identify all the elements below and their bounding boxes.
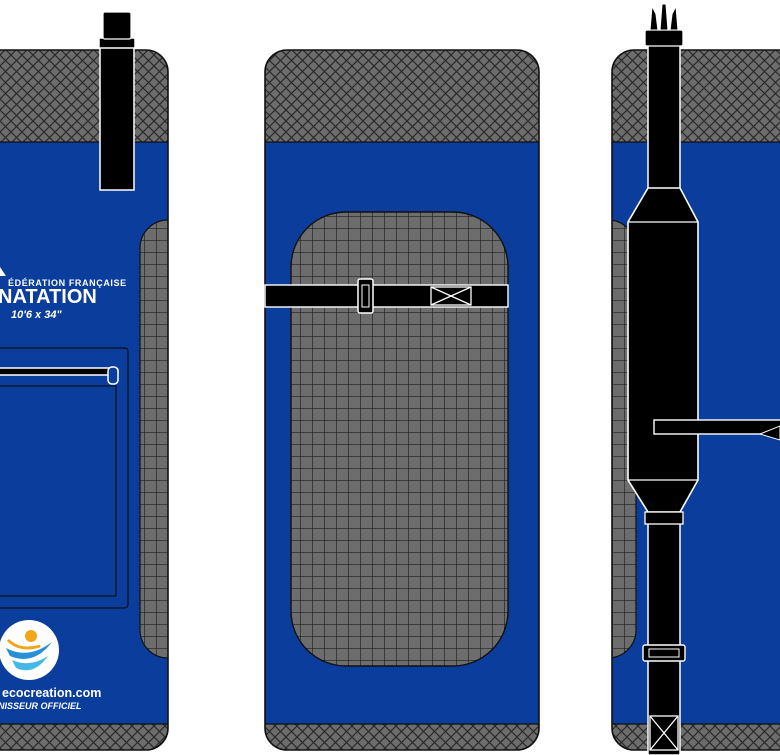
back-mesh-pocket	[290, 211, 509, 667]
front-view: ÉDÉRATION FRANÇAISE NATATION 10'6 x 34" …	[0, 11, 169, 751]
front-zip-pocket	[0, 347, 129, 609]
back-top-mesh	[265, 50, 539, 142]
zipper	[0, 367, 119, 376]
side-view	[611, 3, 780, 755]
stitch-box-icon	[430, 286, 472, 306]
strap-slider-icon	[357, 278, 374, 314]
side-buckle-icon	[644, 3, 684, 47]
website-text: ecocreation.com	[2, 686, 101, 700]
front-top-mesh	[0, 50, 168, 142]
back-view	[264, 49, 540, 751]
side-bottom-mesh	[612, 724, 780, 750]
stitch-box-icon	[649, 715, 679, 751]
zipper-pull-icon	[107, 366, 119, 385]
back-bottom-mesh	[265, 724, 539, 750]
board-size: 10'6 x 34"	[11, 309, 62, 321]
swimmer-logo-icon	[0, 620, 59, 680]
side-top-mesh	[612, 50, 780, 142]
front-bottom-mesh	[0, 724, 168, 750]
buckle-icon	[102, 11, 132, 40]
shoulder-pad	[627, 187, 699, 513]
federation-name: NATATION	[0, 286, 97, 308]
federation-line: ÉDÉRATION FRANÇAISE	[8, 278, 127, 288]
federation-logo-icon	[0, 267, 6, 276]
back-strap	[264, 278, 509, 314]
supplier-text: NISSEUR OFFICIEL	[0, 701, 82, 711]
front-top-strap	[98, 11, 136, 191]
brand-block: ÉDÉRATION FRANÇAISE NATATION 10'6 x 34"	[0, 267, 127, 321]
side-handle-strap	[653, 419, 780, 435]
front-side-mesh-panel	[139, 219, 168, 659]
